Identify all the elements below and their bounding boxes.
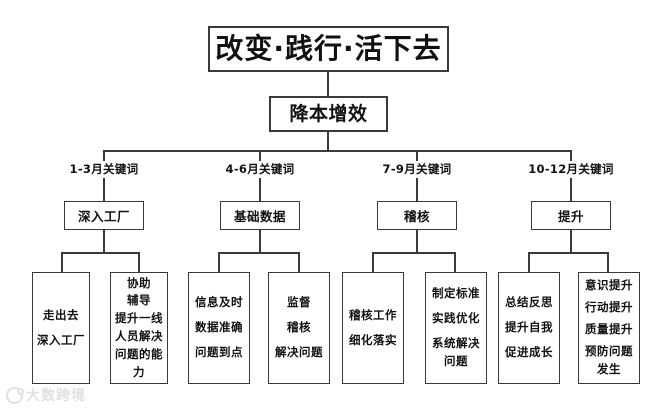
keyword-text-q1: 深入工厂	[77, 209, 130, 224]
connector-q2-stem	[259, 230, 261, 252]
keyword-box-q3: 稽核	[377, 201, 457, 230]
circle-logo-icon	[6, 386, 24, 404]
leaf-line: 制定标准	[432, 286, 480, 301]
connector-q2-drop-b	[298, 252, 300, 272]
connector-q1-drop-b	[138, 252, 140, 272]
leaf-box-q3-a: 稽核工作 细化落实	[342, 272, 404, 384]
leaf-line: 走出去	[43, 307, 79, 322]
leaf-line: 行动提升	[585, 300, 633, 315]
keyword-box-q4: 提升	[531, 201, 611, 230]
quarter-label-q2: 4-6月关键词	[225, 162, 295, 176]
leaf-line: 实践优化	[432, 311, 480, 326]
leaf-line: 解决问题	[275, 344, 323, 359]
connector-q3-stem	[416, 230, 418, 252]
connector-q4-drop-a	[528, 252, 530, 272]
connector-q3-drop-b	[454, 252, 456, 272]
connector-bus-drop-q4	[570, 150, 572, 161]
connector-bus-drop-q3	[416, 150, 418, 161]
connector-q4-to-keyword	[570, 178, 572, 201]
connector-bus-drop-q1	[103, 150, 105, 161]
diagram-subtitle-box: 降本增效	[269, 96, 388, 132]
quarter-label-q3: 7-9月关键词	[382, 162, 452, 176]
connector-q2-split	[218, 252, 299, 254]
connector-q1-stem	[103, 230, 105, 252]
leaf-line: 提升自我	[505, 320, 553, 335]
leaf-line: 预防问题发生	[585, 344, 633, 377]
quarter-label-q1: 1-3月关键词	[69, 162, 139, 176]
leaf-box-q4-a: 总结反思 提升自我 促进成长	[498, 272, 560, 384]
connector-q4-drop-b	[607, 252, 609, 272]
connector-q3-split	[372, 252, 455, 254]
connector-q2-drop-a	[218, 252, 220, 272]
connector-bus-drop-q2	[259, 150, 261, 161]
leaf-box-q1-a: 走出去 深入工厂	[32, 272, 90, 384]
connector-subtitle-stem	[327, 132, 329, 150]
leaf-line: 数据准确	[195, 320, 243, 335]
connector-q1-drop-a	[61, 252, 63, 272]
leaf-line: 稽核	[287, 320, 311, 335]
leaf-line: 稽核工作	[349, 307, 397, 322]
leaf-line: 质量提升	[585, 322, 633, 337]
leaf-box-q2-a: 信息及时 数据准确 问题到点	[188, 272, 250, 384]
watermark-text: 大数跨境	[26, 388, 86, 404]
leaf-box-q3-b: 制定标准 实践优化 系统解决问题	[425, 272, 487, 384]
leaf-line: 细化落实	[349, 332, 397, 347]
leaf-box-q1-b: 协助 辅导 提升一线人员解决问题的能力	[110, 272, 168, 384]
connector-q2-to-keyword	[259, 178, 261, 201]
leaf-box-q2-b: 监督 稽核 解决问题	[268, 272, 330, 384]
connector-q4-split	[528, 252, 609, 254]
diagram-subtitle-text: 降本增效	[289, 102, 368, 125]
watermark: 大数跨境	[6, 385, 86, 405]
leaf-line: 监督	[287, 295, 311, 310]
leaf-line: 总结反思	[505, 295, 553, 310]
quarter-label-q4: 10-12月关键词	[528, 162, 614, 176]
diagram-title-text: 改变·践行·活下去	[215, 31, 442, 65]
connector-q4-stem	[570, 230, 572, 252]
connector-q1-to-keyword	[103, 178, 105, 201]
leaf-line: 深入工厂	[37, 332, 85, 347]
connector-q1-split	[61, 252, 139, 254]
keyword-text-q2: 基础数据	[233, 209, 286, 224]
leaf-box-q4-b: 意识提升 行动提升 质量提升 预防问题发生	[578, 272, 640, 384]
leaf-line: 促进成长	[505, 344, 553, 359]
leaf-line: 辅导	[127, 293, 151, 308]
keyword-text-q4: 提升	[557, 209, 584, 224]
leaf-line: 提升一线人员解决问题的能力	[115, 311, 163, 379]
leaf-line: 系统解决问题	[432, 336, 480, 368]
keyword-box-q1: 深入工厂	[64, 201, 144, 230]
connector-title-to-subtitle	[327, 72, 329, 96]
leaf-line: 信息及时	[195, 295, 243, 310]
keyword-box-q2: 基础数据	[220, 201, 300, 230]
connector-q3-drop-a	[372, 252, 374, 272]
connector-q3-to-keyword	[416, 178, 418, 201]
leaf-line: 意识提升	[585, 278, 633, 292]
connector-quarter-bus	[104, 150, 572, 152]
keyword-text-q3: 稽核	[403, 209, 430, 224]
leaf-line: 问题到点	[195, 344, 243, 359]
leaf-line: 协助	[127, 275, 151, 290]
diagram-title-box: 改变·践行·活下去	[208, 26, 449, 72]
